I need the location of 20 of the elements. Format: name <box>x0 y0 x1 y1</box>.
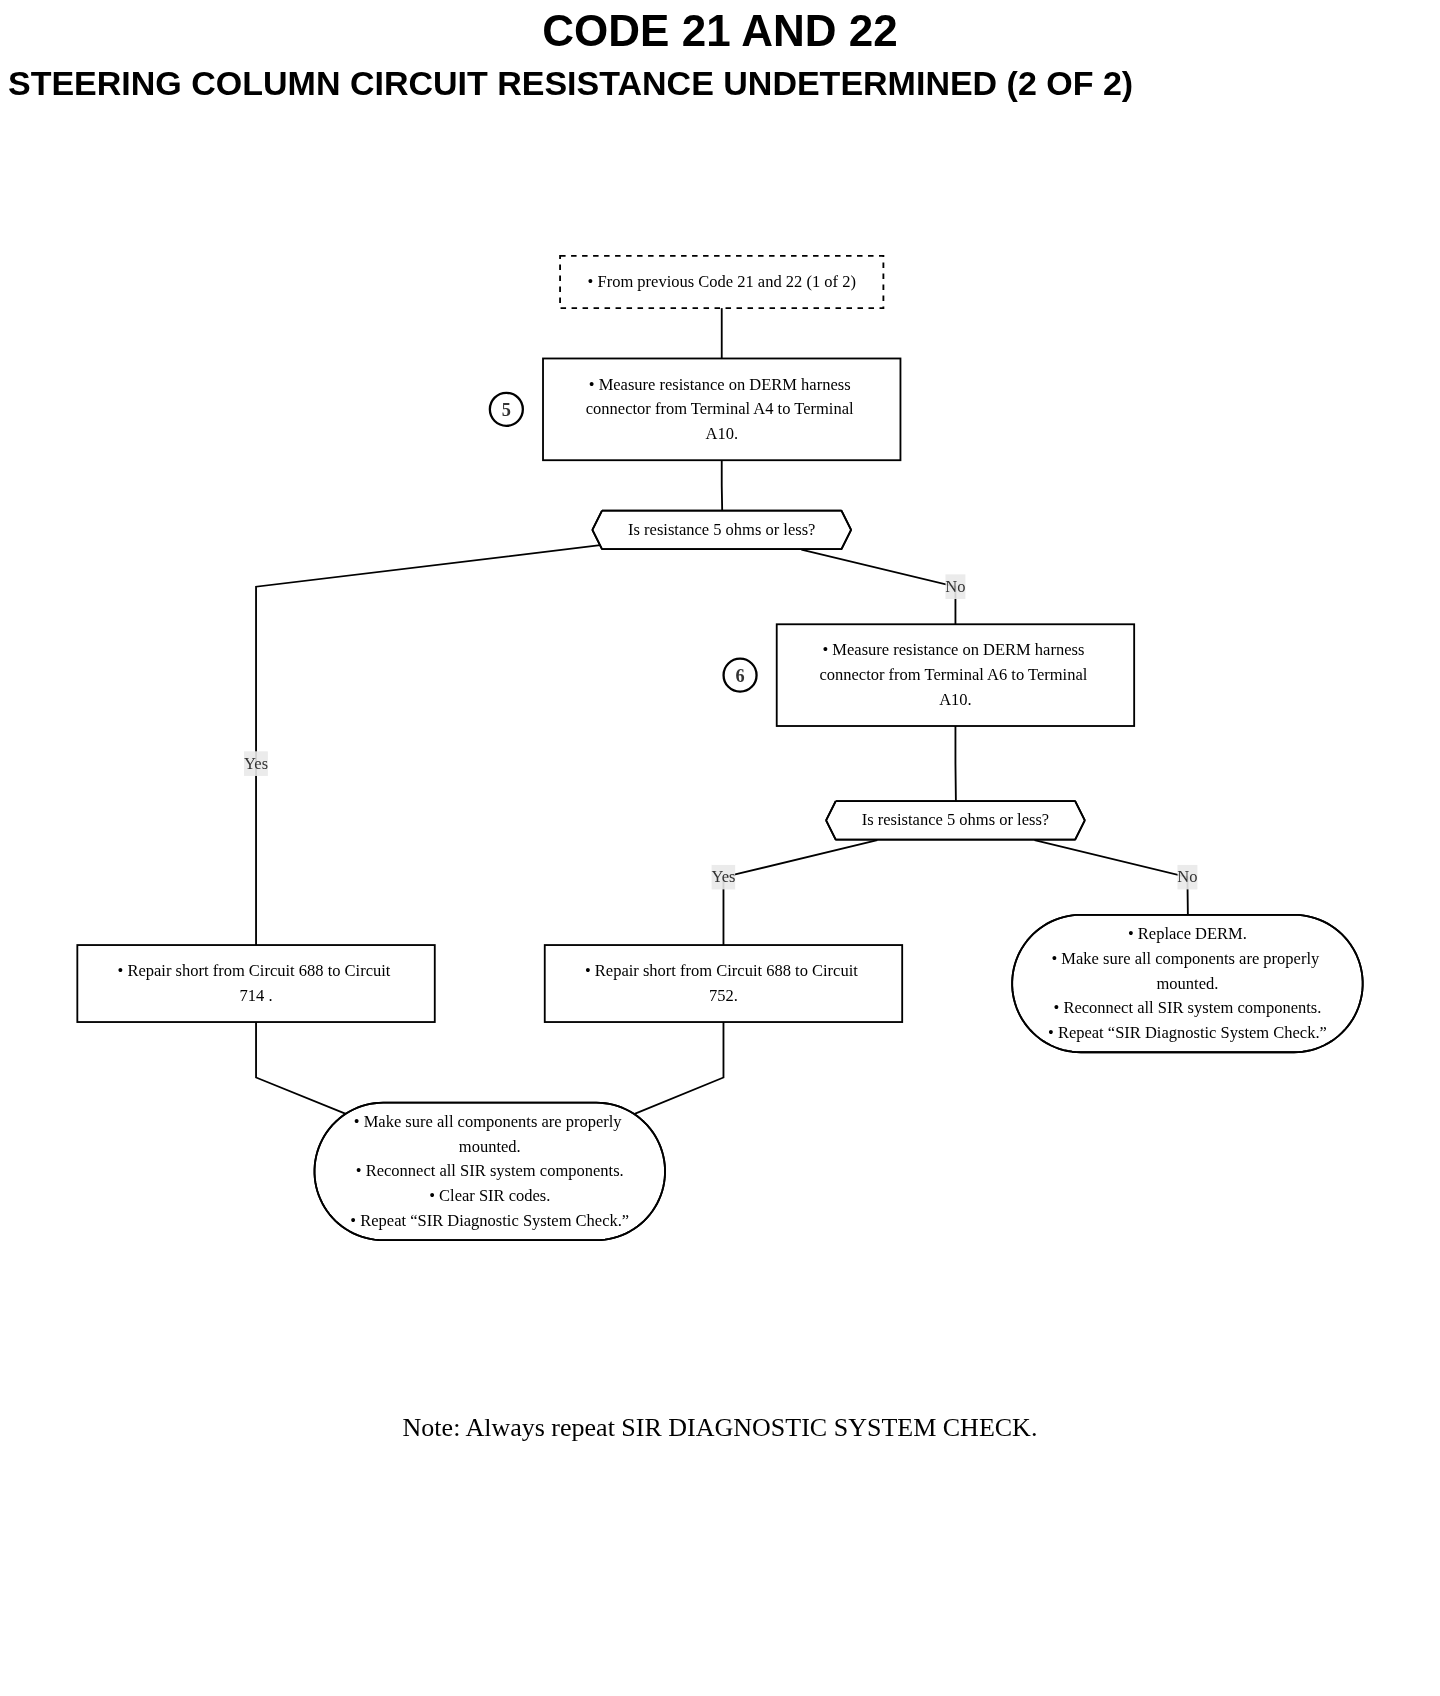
step-number: 5 <box>488 391 524 427</box>
connector <box>720 459 724 512</box>
connector <box>800 548 957 626</box>
node-box: • Measure resistance on DERM harness connector from Terminal A4 to Terminal A10. <box>542 357 902 462</box>
edge-label: No <box>1177 867 1198 886</box>
connector <box>954 725 957 803</box>
node-box: • From previous Code 21 and 22 (1 of 2) <box>559 254 885 309</box>
title: CODE 21 AND 22 <box>541 6 899 56</box>
edge-label: Yes <box>244 753 269 773</box>
connector <box>720 307 723 360</box>
edge-label: Yes <box>711 867 736 886</box>
connector <box>255 1021 348 1115</box>
connector <box>633 1021 725 1115</box>
note: Note: Always repeat SIR DIAGNOSTIC SYSTEM CHECK. <box>401 1413 1039 1443</box>
node-box: • Repair short from Circuit 688 to Circuit 714 . <box>76 944 436 1023</box>
node-box: • Measure resistance on DERM harness connector from Terminal A6 to Terminal A10. <box>775 623 1136 727</box>
edge-label: No <box>945 577 966 596</box>
step-number: 6 <box>722 657 758 693</box>
subtitle: STEERING COLUMN CIRCUIT RESISTANCE UNDETERMINED (2 OF 2) <box>8 64 1135 103</box>
node-box: • Repair short from Circuit 688 to Circuit 752. <box>543 944 904 1023</box>
